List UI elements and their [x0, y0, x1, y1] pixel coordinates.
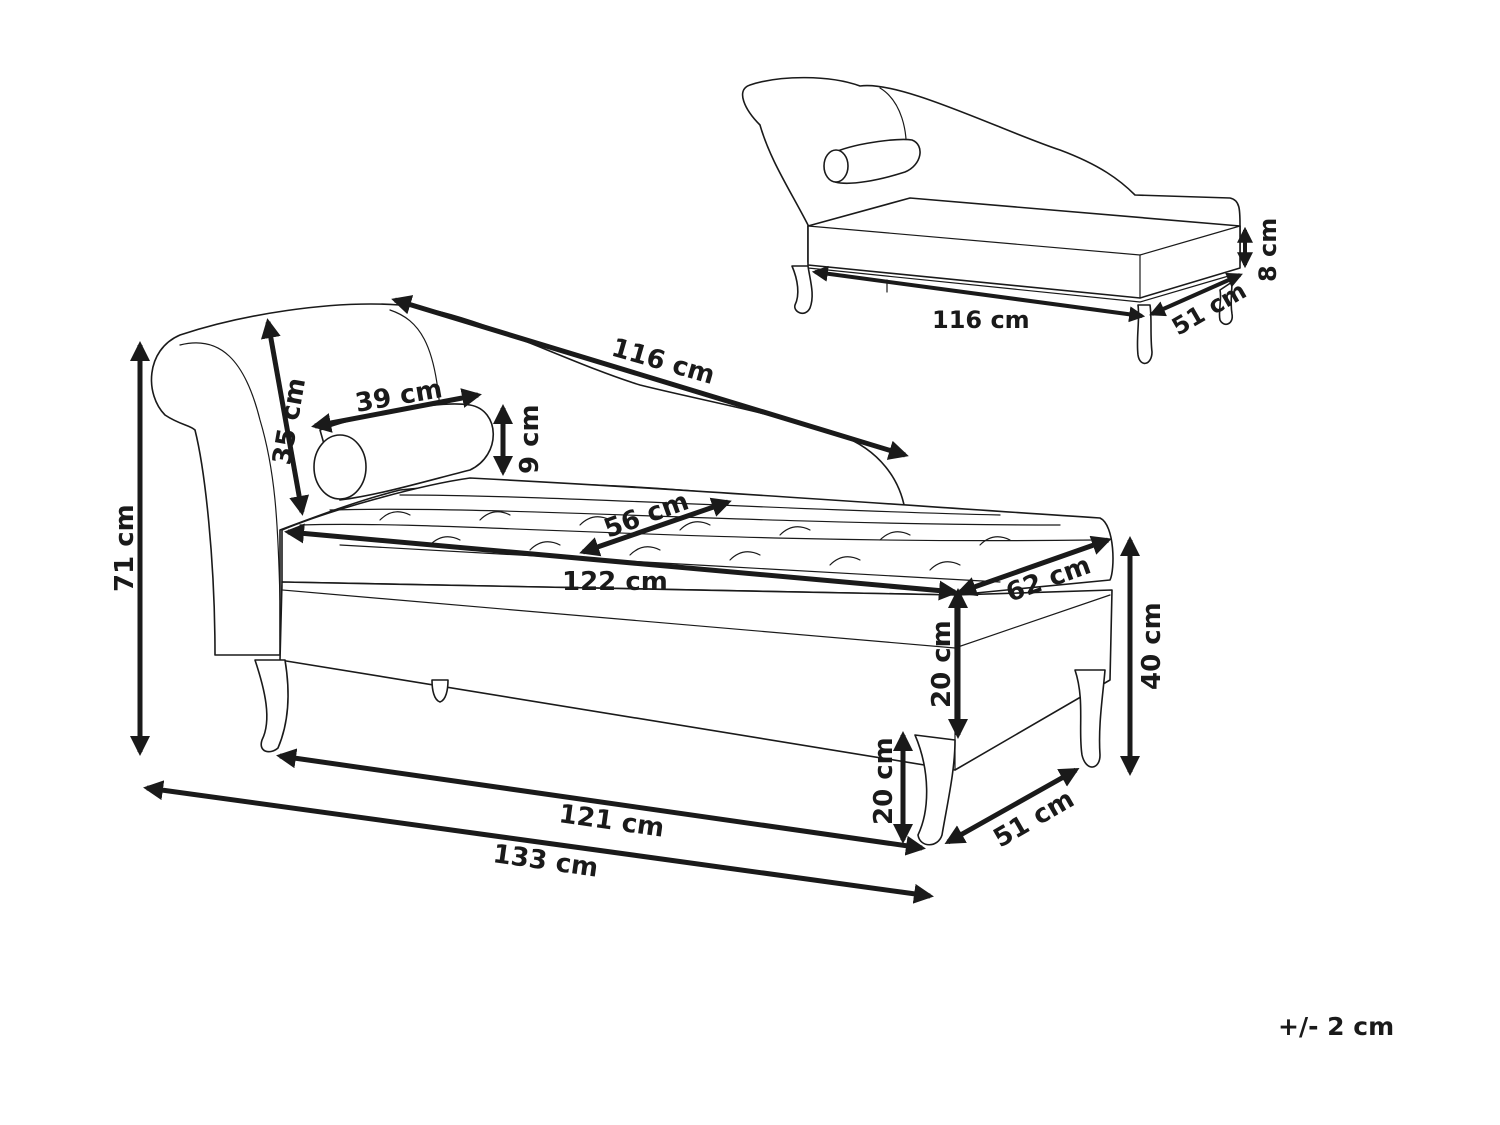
backrest-length-arrow — [391, 295, 909, 460]
storage-length-arrow — [811, 265, 1146, 323]
leg-span-length-label: 121 cm — [557, 799, 666, 843]
bolster-diameter-label: 9 cm — [515, 404, 545, 474]
storage-height-label: 8 cm — [1254, 218, 1282, 282]
seat-length-label: 122 cm — [562, 567, 668, 597]
tolerance-note: +/- 2 cm — [1278, 1012, 1395, 1041]
seat-length-arrow — [284, 523, 959, 601]
total-height-label: 71 cm — [110, 504, 140, 592]
armrest-height-arrow — [260, 318, 310, 516]
seat-height-label: 40 cm — [1137, 602, 1167, 690]
storage-length-label: 116 cm — [932, 306, 1030, 334]
leg-height-label: 20 cm — [869, 737, 899, 825]
storage-depth-arrow — [1149, 272, 1243, 317]
seat-depth-arrow — [956, 535, 1112, 597]
total-length-arrow — [143, 780, 934, 904]
leg-span-depth-arrow — [944, 767, 1080, 845]
base-height-label: 20 cm — [927, 620, 957, 708]
